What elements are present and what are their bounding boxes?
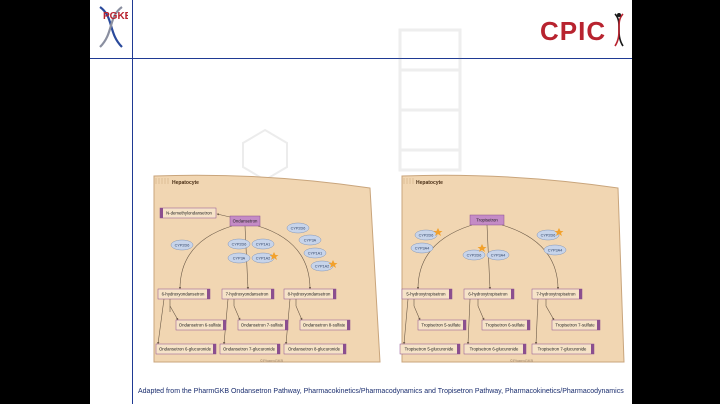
pharmgkb-watermark: ©PharmGKB <box>510 358 534 363</box>
enzyme-mid-cyp3a: CYP3A <box>233 257 246 261</box>
ondansetron-pathway-figure: Hepatocyte Ondansetron N-demethylondanse… <box>150 172 382 365</box>
enzyme-left-cyp2d6: CYP2D6 <box>419 234 434 238</box>
variant-star-icon <box>328 260 338 268</box>
source-caption: Adapted from the PharmGKB Ondansetron Pa… <box>138 388 624 395</box>
glucuronide-7: Tropisetron 7-glucuronide <box>538 347 587 352</box>
sulfate-6: Ondansetron 6-sulfate <box>179 323 222 328</box>
hepatocyte-label: Hepatocyte <box>416 180 443 186</box>
enzyme-mid-cyp1a2: CYP1A2 <box>256 257 271 261</box>
enzyme-mid-cyp1a1: CYP1A1 <box>256 243 271 247</box>
enzyme-right-cyp2d6: CYP2D6 <box>541 234 556 238</box>
sulfate-5: Tropisetron 5-sulfate <box>421 323 461 328</box>
pgkb-logo: PGKB <box>99 6 128 48</box>
tropisetron-diagram: Hepatocyte Tropisetron CYP2D6 CYP3A4 CYP… <box>399 174 625 363</box>
side-metabolite-label: N-demethylondansetron <box>166 211 212 216</box>
slide: PGKB CPIC Hepatocyte <box>90 0 632 404</box>
hepatocyte-cell <box>153 174 381 363</box>
glucuronide-7: Ondansetron 7-glucuronide <box>223 347 276 352</box>
dna-helix-icon <box>614 13 624 47</box>
metabolite-5-hydroxy: 5-hydroxytropisetron <box>406 292 446 297</box>
sulfate-6: Tropisetron 6-sulfate <box>485 323 525 328</box>
enzyme-mid-cyp3a4: CYP3A4 <box>491 254 506 258</box>
metabolite-7-hydroxy: 7-hydroxytropisetron <box>536 292 576 297</box>
metabolite-8-hydroxy: 8-hydroxyondansetron <box>288 292 331 297</box>
tropisetron-drug-label: Tropisetron <box>476 218 498 223</box>
background-watermark <box>398 28 462 172</box>
ondansetron-diagram: Hepatocyte Ondansetron N-demethylondanse… <box>153 174 381 363</box>
glucuronide-6: Ondansetron 6-glucuronide <box>159 347 212 352</box>
enzyme-right-cyp3a: CYP3A <box>304 239 317 243</box>
sulfate-8: Ondansetron 8-sulfate <box>303 323 346 328</box>
pharmgkb-watermark: ©PharmGKB <box>260 358 284 363</box>
left-rule <box>132 0 133 404</box>
enzyme-mid-cyp2d6: CYP2D6 <box>232 243 247 247</box>
variant-star-icon <box>433 228 443 236</box>
enzyme-right-cyp2d6: CYP2D6 <box>291 227 306 231</box>
glucuronide-8: Ondansetron 8-glucuronide <box>288 347 341 352</box>
cpic-logo-text: CPIC <box>540 16 607 46</box>
variant-star-icon <box>554 228 564 236</box>
tropisetron-pathway-figure: Hepatocyte Tropisetron CYP2D6 CYP3A4 CYP… <box>398 172 630 365</box>
metabolite-6-hydroxy: 6-hydroxytropisetron <box>468 292 508 297</box>
enzyme-right-cyp1a1: CYP1A1 <box>308 252 323 256</box>
pgkb-logo-text: PGKB <box>103 11 128 22</box>
cpic-logo: CPIC <box>540 12 630 48</box>
glucuronide-5: Tropisetron 5-glucuronide <box>405 347 454 352</box>
sulfate-7: Ondansetron 7-sulfate <box>241 323 284 328</box>
enzyme-right-cyp1a2: CYP1A2 <box>315 265 330 269</box>
hepatocyte-cell <box>401 174 625 363</box>
metabolite-7-hydroxy: 7-hydroxyondansetron <box>226 292 269 297</box>
header-rule <box>90 58 632 59</box>
glucuronide-6: Tropisetron 6-glucuronide <box>470 347 519 352</box>
metabolite-6-hydroxy: 6-hydroxyondansetron <box>162 292 205 297</box>
enzyme-left-cyp3a4: CYP3A4 <box>415 247 430 251</box>
hepatocyte-label: Hepatocyte <box>172 180 199 186</box>
enzyme-left-cyp2d6: CYP2D6 <box>175 244 190 248</box>
sulfate-7: Tropisetron 7-sulfate <box>555 323 595 328</box>
enzyme-right-cyp3a4: CYP3A4 <box>548 249 563 253</box>
variant-star-icon <box>269 252 279 260</box>
variant-star-icon <box>477 244 487 252</box>
enzyme-mid-cyp2d6: CYP2D6 <box>467 254 482 258</box>
ondansetron-drug-label: Ondansetron <box>233 219 258 224</box>
